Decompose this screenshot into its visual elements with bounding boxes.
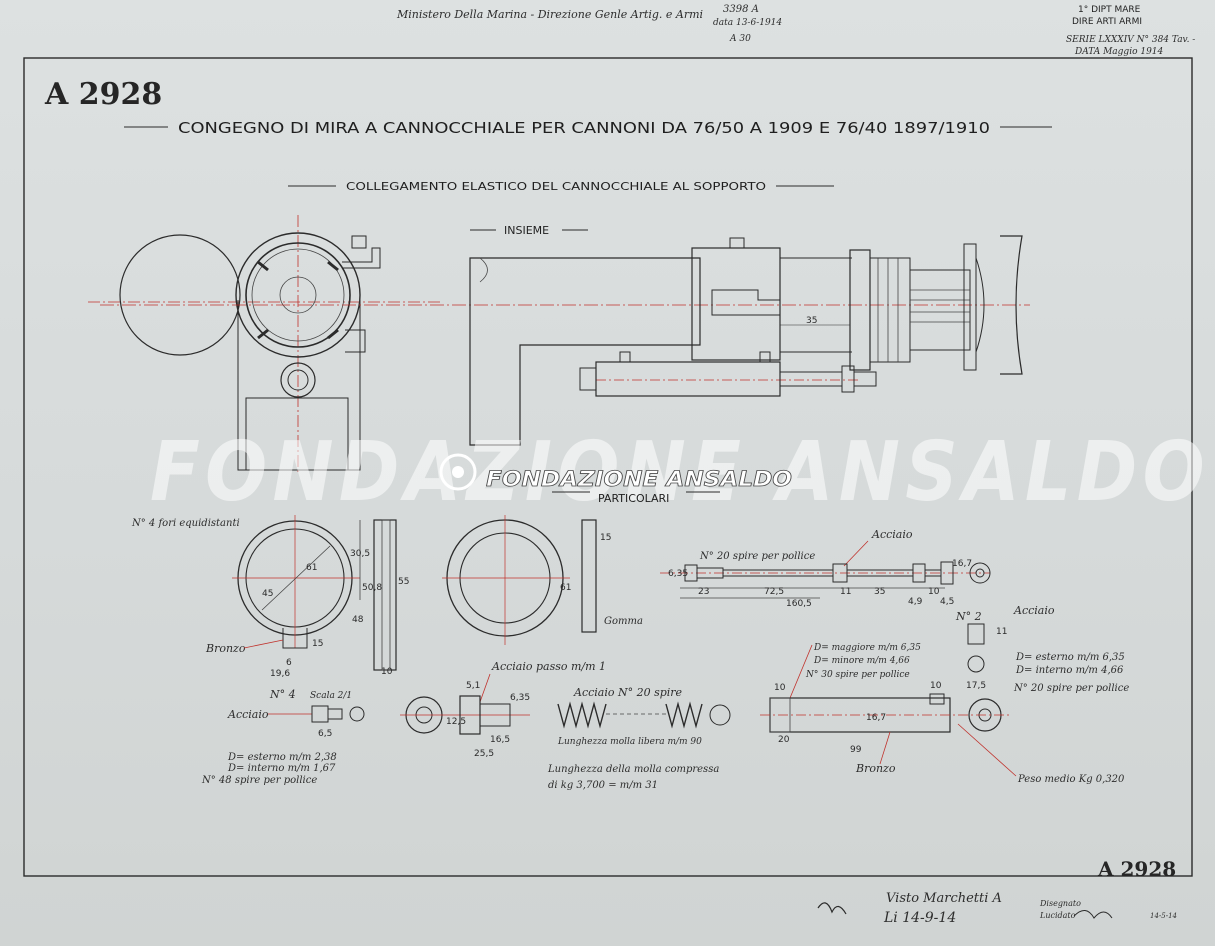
- data-label: DATA Maggio 1914: [1074, 47, 1164, 57]
- approval-visto-date: Li 14-9-14: [883, 910, 956, 926]
- part-ring-flange: N° 4 fori equidistanti 61 Bronzo 45 6 19…: [131, 515, 409, 679]
- dim-4-9: 4,9: [908, 597, 923, 607]
- dept-line-2: DIRE ARTI ARMI: [1072, 17, 1142, 27]
- label-bronzo-1: Bronzo: [205, 642, 246, 655]
- part-spring: Acciaio N° 20 spire Lunghezza molla libe…: [547, 686, 731, 791]
- sheet-number-bottom: A 2928: [1097, 857, 1176, 881]
- dim-16-7-sleeve: 16,7: [866, 713, 886, 723]
- part-threaded-bush: Acciaio passo m/m 1 5,1 16,5 25,5 6,35 1…: [400, 660, 606, 759]
- label-scala: Scala 2/1: [310, 691, 352, 701]
- part-threaded-rod: N° 20 spire per pollice Acciaio 6,35 23 …: [660, 528, 991, 609]
- label-acciaio-n2: Acciaio: [1013, 604, 1055, 617]
- drawing-subtitle: COLLEGAMENTO ELASTICO DEL CANNOCCHIALE A…: [346, 180, 766, 193]
- part-rubber-ring: 61 15 Gomma: [442, 515, 643, 645]
- dim-10a: 10: [381, 667, 393, 677]
- signature-scribble: [817, 902, 847, 915]
- part-n4-screw: N° 4 Scala 2/1 Acciaio 6,5 D= esterno m/…: [201, 688, 365, 786]
- dim-5-1: 5,1: [466, 681, 480, 691]
- label-spire-48: N° 48 spire per pollice: [201, 775, 317, 786]
- label-peso: Peso medio Kg 0,320: [1017, 774, 1125, 785]
- dim-50-8: 50,8: [362, 583, 382, 593]
- section-parts: PARTICOLARI: [598, 492, 669, 505]
- serie-label: SERIE LXXXIV N° 384 Tav. -: [1066, 35, 1195, 45]
- dim-48: 48: [352, 615, 364, 625]
- approval-lucidato: Lucidato: [1039, 911, 1076, 920]
- label-gomma: Gomma: [604, 616, 643, 627]
- label-acciaio-passo: Acciaio passo m/m 1: [491, 660, 606, 673]
- dim-19-6: 19,6: [270, 669, 290, 679]
- dim-30-5: 30,5: [350, 549, 370, 559]
- sheet-number: A 2928: [44, 77, 162, 112]
- section-assembly: INSIEME: [504, 224, 549, 237]
- part-bronze-sleeve: D= maggiore m/m 6,35 D= minore m/m 4,66 …: [760, 643, 1125, 785]
- label-spire-20b: N° 20 spire per pollice: [1013, 683, 1129, 694]
- dim-6-5: 6,5: [318, 729, 332, 739]
- label-lung-compressa: Lunghezza della molla compressa: [547, 764, 719, 775]
- dim-23: 23: [698, 587, 709, 597]
- dim-55: 55: [398, 577, 409, 587]
- approval-disegnato: Disegnato: [1039, 899, 1081, 908]
- label-dmagg: D= maggiore m/m 6,35: [813, 643, 921, 653]
- label-dmin: D= minore m/m 4,66: [813, 656, 910, 666]
- dim-15a: 15: [312, 639, 323, 649]
- dim-11-n2: 11: [996, 627, 1007, 637]
- dim-45: 45: [262, 589, 273, 599]
- label-acciaio-n4: Acciaio: [227, 708, 269, 721]
- approval-lucidato-date: 14-5-14: [1150, 912, 1177, 920]
- label-acciaio-spire: Acciaio N° 20 spire: [573, 686, 683, 699]
- part-n2-nut: N° 2 Acciaio 11 D= esterno m/m 6,35 D= i…: [955, 604, 1129, 694]
- label-de-n4: D= esterno m/m 2,38: [227, 752, 337, 763]
- assembly-side-view: 35: [100, 235, 1030, 446]
- dim-35-assembly: 35: [806, 316, 817, 326]
- dim-6: 6: [286, 658, 292, 668]
- label-spire-30: N° 30 spire per pollice: [805, 670, 910, 680]
- dim-16-7: 16,7: [952, 559, 972, 569]
- ministry-header: Ministero Della Marina - Direzione Genle…: [396, 8, 703, 21]
- label-di-n2: D= interno m/m 4,66: [1015, 665, 1124, 676]
- dim-99: 99: [850, 745, 862, 755]
- dim-61b: 61: [560, 583, 571, 593]
- label-n4: N° 4: [269, 688, 296, 701]
- watermark-large: FONDAZIONE ANSALDO: [150, 425, 1210, 520]
- label-de-n2: D= esterno m/m 6,35: [1015, 652, 1125, 663]
- label-acciaio-top: Acciaio: [871, 528, 913, 541]
- ref-date: data 13-6-1914: [713, 18, 782, 28]
- dim-20: 20: [778, 735, 790, 745]
- watermark-logo-text: FONDAZIONE ANSALDO: [486, 467, 792, 491]
- dim-160-5: 160,5: [786, 599, 812, 609]
- label-bronzo-2: Bronzo: [855, 762, 896, 775]
- drawing-title: CONGEGNO DI MIRA A CANNOCCHIALE PER CANN…: [178, 119, 990, 137]
- assembly-end-view: [88, 215, 440, 475]
- dim-61: 61: [306, 563, 317, 573]
- dim-10d: 10: [930, 681, 942, 691]
- dim-16-5: 16,5: [490, 735, 510, 745]
- label-di-n4: D= interno m/m 1,67: [227, 763, 336, 774]
- label-fori: N° 4 fori equidistanti: [131, 518, 240, 529]
- dim-6-35-bush: 6,35: [510, 693, 530, 703]
- dim-15b: 15: [600, 533, 611, 543]
- dim-10c: 10: [774, 683, 786, 693]
- label-lung-libera: Lunghezza molla libera m/m 90: [557, 737, 702, 747]
- ref-folio: A 30: [729, 34, 751, 44]
- dim-6-35: 6,35: [668, 569, 688, 579]
- dim-72-5: 72,5: [764, 587, 784, 597]
- label-kg: di kg 3,700 = m/m 31: [548, 780, 658, 791]
- drawing-border: [23, 57, 1193, 877]
- dim-12-5: 12,5: [446, 717, 466, 727]
- ref-number: 3398 A: [723, 4, 759, 15]
- dim-35b: 35: [874, 587, 885, 597]
- label-n2: N° 2: [955, 610, 982, 623]
- signature-lucidato: [1073, 910, 1113, 919]
- approval-visto: Visto Marchetti A: [886, 891, 1002, 906]
- dim-10b: 10: [928, 587, 940, 597]
- dept-line-1: 1° DIPT MARE: [1078, 5, 1141, 15]
- label-spire-20: N° 20 spire per pollice: [699, 551, 815, 562]
- dim-11: 11: [840, 587, 851, 597]
- dim-4-5: 4,5: [940, 597, 954, 607]
- dim-25-5: 25,5: [474, 749, 494, 759]
- dim-17-5: 17,5: [966, 681, 986, 691]
- ansaldo-logo: FONDAZIONE ANSALDO: [439, 453, 793, 491]
